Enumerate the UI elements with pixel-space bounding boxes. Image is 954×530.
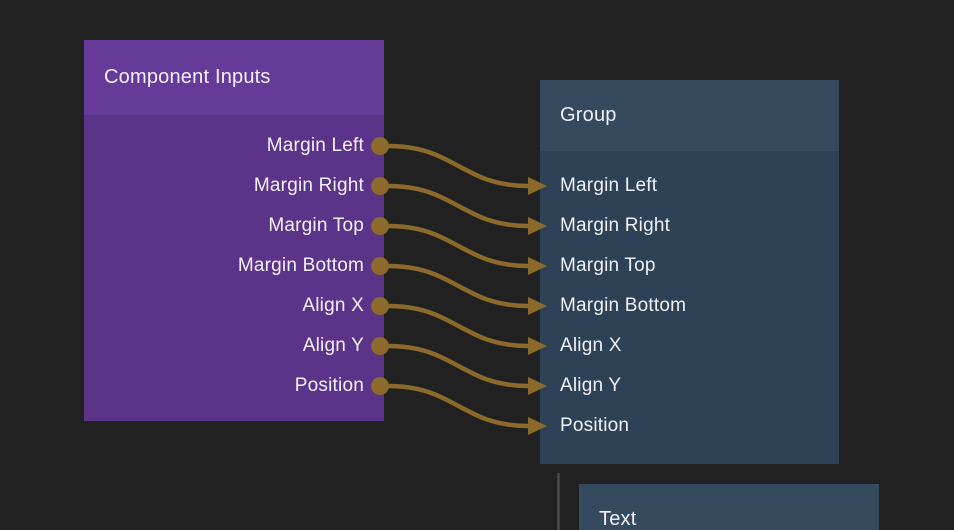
connection-wire[interactable] bbox=[387, 263, 530, 309]
node-component-inputs[interactable]: Component Inputs Margin Left Margin Righ… bbox=[84, 40, 384, 421]
output-port-align-x[interactable]: Align X bbox=[302, 295, 364, 316]
input-port-align-y[interactable]: Align Y bbox=[560, 375, 622, 396]
connection-wire[interactable] bbox=[387, 343, 530, 389]
input-port-margin-left[interactable]: Margin Left bbox=[560, 175, 658, 196]
node-text-header[interactable]: Text bbox=[579, 484, 879, 530]
connection-wire[interactable] bbox=[387, 303, 530, 349]
output-port-align-y[interactable]: Align Y bbox=[302, 335, 364, 356]
input-port-list: Margin Left Margin Right Margin Top Marg… bbox=[540, 166, 839, 446]
input-port-margin-top[interactable]: Margin Top bbox=[560, 255, 656, 276]
input-port-margin-right[interactable]: Margin Right bbox=[560, 215, 671, 236]
output-port-margin-top[interactable]: Margin Top bbox=[268, 215, 364, 236]
input-port-align-x[interactable]: Align X bbox=[560, 335, 622, 356]
node-title: Component Inputs bbox=[104, 66, 271, 88]
output-port-margin-bottom[interactable]: Margin Bottom bbox=[237, 255, 364, 276]
node-component-inputs-header[interactable]: Component Inputs bbox=[84, 40, 384, 115]
input-port-margin-bottom[interactable]: Margin Bottom bbox=[560, 295, 687, 316]
node-group[interactable]: Group Margin Left Margin Right Margin To… bbox=[540, 80, 839, 464]
output-port-position[interactable]: Position bbox=[294, 375, 364, 396]
output-port-margin-left[interactable]: Margin Left bbox=[266, 135, 364, 156]
connection-wire[interactable] bbox=[387, 143, 530, 189]
input-port-position[interactable]: Position bbox=[560, 415, 630, 436]
output-port-list: Margin Left Margin Right Margin Top Marg… bbox=[84, 126, 384, 406]
node-text[interactable]: Text bbox=[579, 484, 879, 530]
node-title: Text bbox=[599, 508, 637, 530]
node-group-header[interactable]: Group bbox=[540, 80, 839, 151]
output-port-margin-right[interactable]: Margin Right bbox=[253, 175, 364, 196]
connection-wire[interactable] bbox=[387, 183, 530, 229]
connection-wire[interactable] bbox=[387, 223, 530, 269]
connection-wire[interactable] bbox=[387, 383, 530, 429]
node-title: Group bbox=[560, 104, 617, 126]
